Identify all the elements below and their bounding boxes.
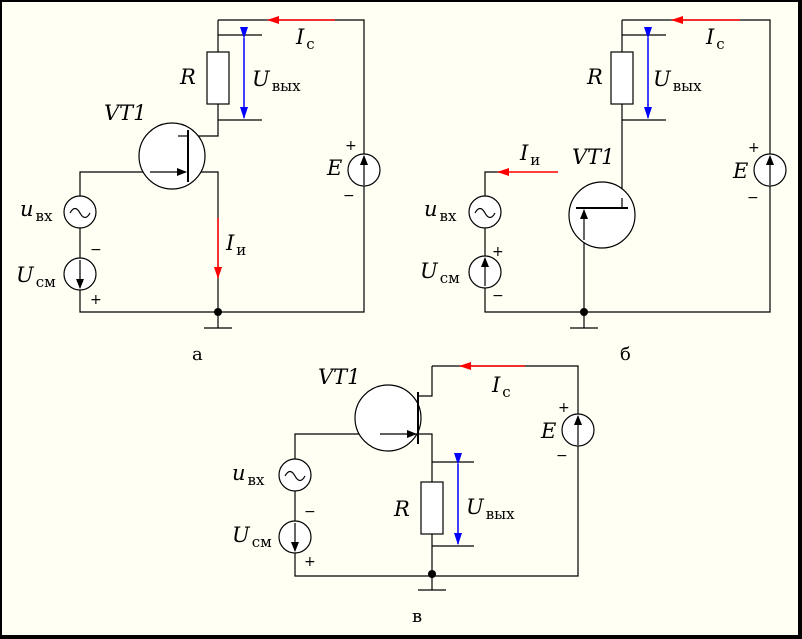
- ac-source-a: [63, 195, 97, 229]
- transistor-a: [138, 122, 206, 190]
- bias-top-c: −: [304, 504, 316, 520]
- caption-c: в: [412, 606, 422, 627]
- e-minus-c: −: [556, 448, 568, 464]
- ac-source-c: [278, 458, 312, 492]
- node-b: [580, 308, 588, 316]
- bias-source-b: [468, 255, 502, 289]
- bias-top-a: −: [90, 242, 102, 258]
- node-c: [428, 570, 436, 578]
- bias-source-c: [278, 520, 312, 554]
- label-r-b: R: [586, 65, 603, 89]
- label-vt1-a: VT1: [104, 101, 147, 125]
- node-a: [214, 308, 222, 316]
- label-e-b: E: [732, 159, 748, 183]
- e-plus-b: +: [748, 140, 760, 156]
- label-e-a: E: [326, 156, 342, 180]
- resistor-b: [610, 51, 634, 105]
- dc-source-c: [561, 413, 595, 447]
- label-vt1-b: VT1: [572, 145, 615, 169]
- caption-b: б: [620, 344, 631, 365]
- transistor-b: [568, 181, 636, 249]
- e-plus-a: +: [345, 138, 357, 154]
- label-vt1-c: VT1: [318, 365, 361, 389]
- bias-bottom-c: +: [304, 554, 316, 570]
- bias-source-a: [63, 257, 97, 291]
- resistor-a: [206, 51, 230, 105]
- caption-a: а: [192, 344, 203, 365]
- resistor-c: [420, 481, 444, 535]
- label-r-a: R: [179, 65, 196, 89]
- bias-bottom-b: −: [492, 288, 504, 304]
- bias-top-b: +: [492, 244, 504, 260]
- e-minus-b: −: [747, 190, 759, 206]
- dc-source-b: [753, 153, 787, 187]
- transistor-c: [354, 384, 422, 452]
- bias-bottom-a: +: [90, 292, 102, 308]
- dc-source-a: [347, 153, 381, 187]
- label-r-c: R: [393, 497, 410, 521]
- e-plus-c: +: [558, 400, 570, 416]
- e-minus-a: −: [343, 188, 355, 204]
- wires-c: [294, 365, 579, 591]
- label-e-c: E: [540, 419, 556, 443]
- ac-source-b: [468, 195, 502, 229]
